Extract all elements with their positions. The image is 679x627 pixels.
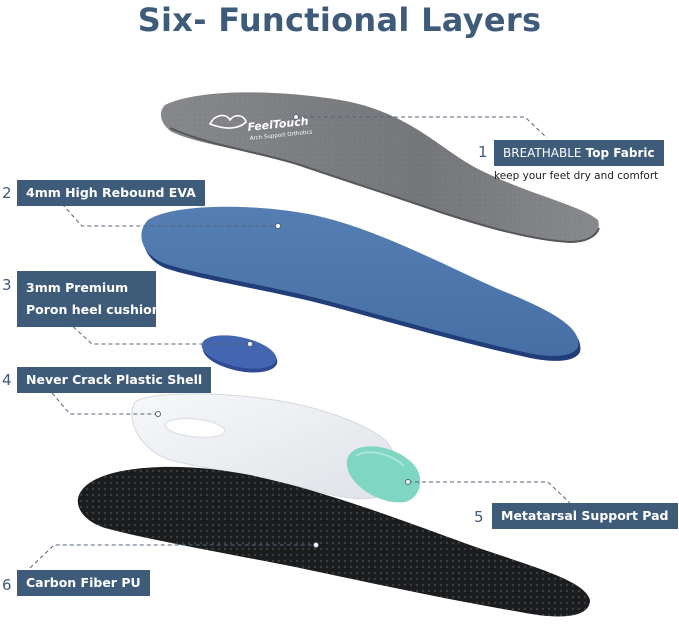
layer-3-label-line2: Poron heel cushion [26,302,161,317]
leader-dots [155,114,411,548]
carbon-fiber-layer [77,466,590,617]
layer-1-label-rest: Top Fabric [581,146,655,160]
leader-line-3 [67,321,250,345]
layer-5-label: Metatarsal Support Pad [492,503,678,529]
layer-3-number: 3 [2,276,12,294]
layer-1-label-prefix: BREATHABLE [503,146,582,160]
layer-6-label: Carbon Fiber PU [17,570,150,596]
layer-1-subtext: keep your feet dry and comfort [494,170,659,182]
logo-brand-text: FeelTouch [247,115,309,134]
layer-3-label: 3mm Premium Poron heel cushion [17,271,161,327]
layer-2-label: 4mm High Rebound EVA [17,180,205,206]
top-fabric-layer [160,92,600,244]
metatarsal-pad [346,446,421,503]
poron-heel-cushion [201,335,278,373]
leader-lines [29,116,571,569]
leader-line-4 [51,392,158,415]
layer-2-number: 2 [2,184,12,202]
layer-4-number: 4 [2,371,12,389]
layer-3-label-line1: 3mm Premium [26,280,129,295]
leader-line-2 [61,203,278,227]
leader-line-5 [408,481,571,504]
eva-layer [141,206,581,361]
layer-4-label: Never Crack Plastic Shell [17,367,212,393]
layer-5-number: 5 [474,508,484,526]
layer-1-number: 1 [478,143,488,161]
layer-6-number: 6 [2,576,12,594]
layer-1-label: BREATHABLE Top Fabric [494,140,664,166]
page-title: Six- Functional Layers [137,1,542,39]
